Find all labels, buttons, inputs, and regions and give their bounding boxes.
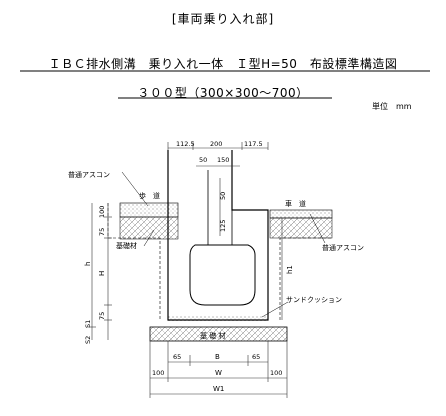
dim-label-v125: 125 <box>219 220 227 232</box>
leader-sand-cushion <box>261 301 289 318</box>
dim-label-S1: S1 <box>84 320 92 328</box>
leader-asphalt-right <box>309 213 326 244</box>
unit-label: 単位 mm <box>372 102 412 111</box>
dim-label-top-left: 112.5 <box>176 140 195 148</box>
label-sand-cushion: サンドクッション <box>286 296 342 304</box>
base-left-layer <box>119 216 179 240</box>
dim-label-inner-50: 50 <box>199 156 207 164</box>
dim-label-v75-bottom: 75 <box>98 312 106 320</box>
drawing-subtitle: ３００型（300×300～700） <box>137 86 309 100</box>
dim-label-v75-top: 75 <box>98 228 106 236</box>
sand-cushion-layer <box>168 316 268 321</box>
leader-base-left <box>143 229 155 247</box>
dim-label-b100-left: 100 <box>152 369 164 377</box>
label-base-left: 基礎材 <box>116 241 137 250</box>
label-sidewalk: 歩 道 <box>139 191 160 200</box>
dim-label-inner-150: 150 <box>217 156 229 164</box>
dim-label-B: B <box>215 353 220 361</box>
dim-label-v100: 100 <box>98 206 106 218</box>
label-roadway: 車 道 <box>285 199 306 208</box>
dim-label-S2: S2 <box>84 336 92 344</box>
asphalt-left-layer <box>119 202 179 218</box>
dim-label-v50: 50 <box>219 192 227 200</box>
label-asphalt-right: 普通アスコン <box>322 243 364 252</box>
label-base-bottom: 基 礎 材 <box>200 331 225 340</box>
dim-label-W1: W1 <box>213 385 224 393</box>
label-asphalt-left: 普通アスコン <box>68 170 110 179</box>
base-right-layer <box>269 217 333 239</box>
dim-label-H: H <box>98 271 106 276</box>
dim-label-b65-right: 65 <box>252 353 260 361</box>
leader-asphalt-left <box>121 171 149 207</box>
dim-label-b65-left: 65 <box>173 353 181 361</box>
dim-label-h1: h1 <box>286 265 294 274</box>
dim-label-h: h <box>84 262 92 266</box>
dim-label-b100-right: 100 <box>270 369 282 377</box>
dim-label-W: W <box>215 369 222 377</box>
base-bottom-slab <box>149 326 288 342</box>
dim-label-top-mid: 200 <box>210 140 222 148</box>
gutter-channel <box>189 244 256 306</box>
drawing-title: ＩＢＣ排水側溝 乗り入れ一体 Ｉ型H=50 布設標準構造図 <box>48 57 398 71</box>
asphalt-right-layer <box>269 209 333 219</box>
dim-label-top-right: 117.5 <box>244 140 263 148</box>
gutter-body <box>167 150 269 321</box>
gutter-slot <box>207 170 233 245</box>
drawing-category: [車両乗り入れ部] <box>171 12 275 26</box>
